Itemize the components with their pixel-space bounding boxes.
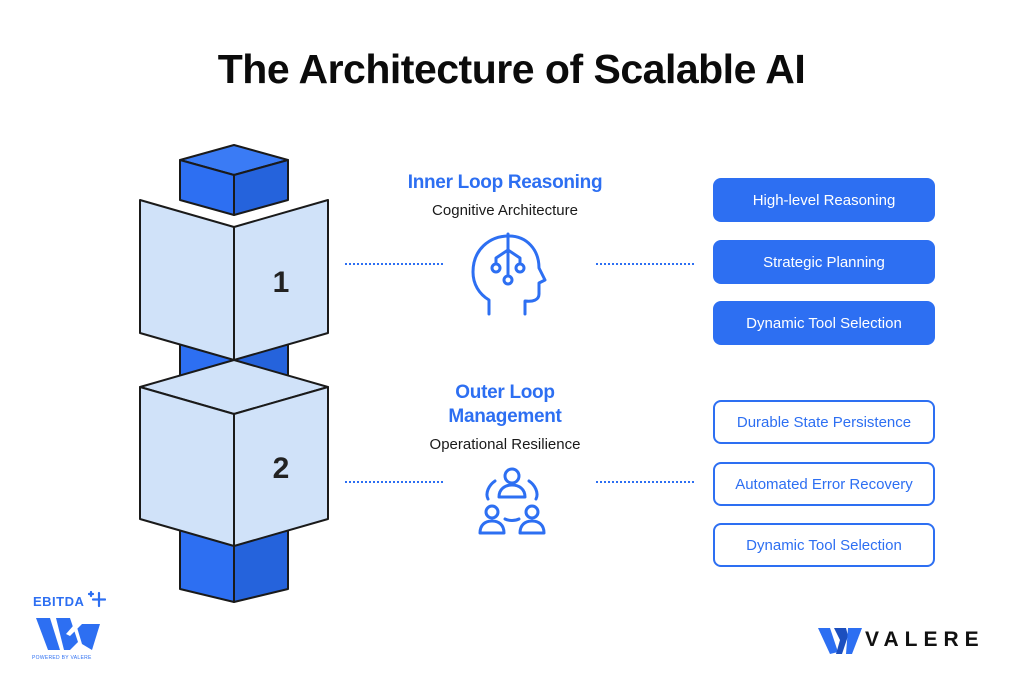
sparkle-plus-icon	[88, 590, 106, 608]
inner-loop-heading: Inner Loop Reasoning	[407, 172, 603, 193]
outer-loop-item-durable-state-persistence: Durable State Persistence	[713, 400, 935, 444]
team-cycle-icon	[478, 467, 546, 535]
valere-logo-mark	[818, 628, 862, 654]
block-1-right	[233, 199, 329, 361]
outer-loop-item-dynamic-tool-selection: Dynamic Tool Selection	[713, 523, 935, 567]
outer-loop-right-connector	[596, 481, 694, 483]
outer-loop-heading-line1: Outer Loop	[455, 382, 555, 403]
inner-loop-item-high-level-reasoning: High-level Reasoning	[713, 178, 935, 222]
outer-loop-heading-line2: Management	[448, 406, 562, 427]
block-1-left	[139, 199, 235, 361]
brain-head-icon	[471, 232, 547, 316]
ebitda-logo-text: EBITDA	[33, 594, 85, 609]
inner-loop-subtitle: Cognitive Architecture	[432, 202, 578, 219]
block-2-left	[139, 386, 235, 547]
stacked-blocks-illustration: 1 2	[139, 144, 329, 603]
valere-logo-text: VALERE	[865, 628, 985, 651]
outer-loop-left-connector	[345, 481, 443, 483]
block-1-number: 1	[273, 266, 290, 299]
page-title: The Architecture of Scalable AI	[217, 46, 806, 92]
block-2-right	[233, 386, 329, 547]
inner-loop-item-strategic-planning: Strategic Planning	[713, 240, 935, 284]
inner-loop-right-connector	[596, 263, 694, 265]
inner-loop-item-dynamic-tool-selection: Dynamic Tool Selection	[713, 301, 935, 345]
block-2-number: 2	[273, 452, 290, 485]
core-top-right	[233, 159, 289, 216]
outer-loop-item-automated-error-recovery: Automated Error Recovery	[713, 462, 935, 506]
powered-by-text: POWERED BY VALERE	[32, 655, 92, 661]
inner-loop-left-connector	[345, 263, 443, 265]
ebitda-w-rocket-icon	[36, 615, 100, 650]
outer-loop-subtitle: Operational Resilience	[429, 436, 581, 453]
